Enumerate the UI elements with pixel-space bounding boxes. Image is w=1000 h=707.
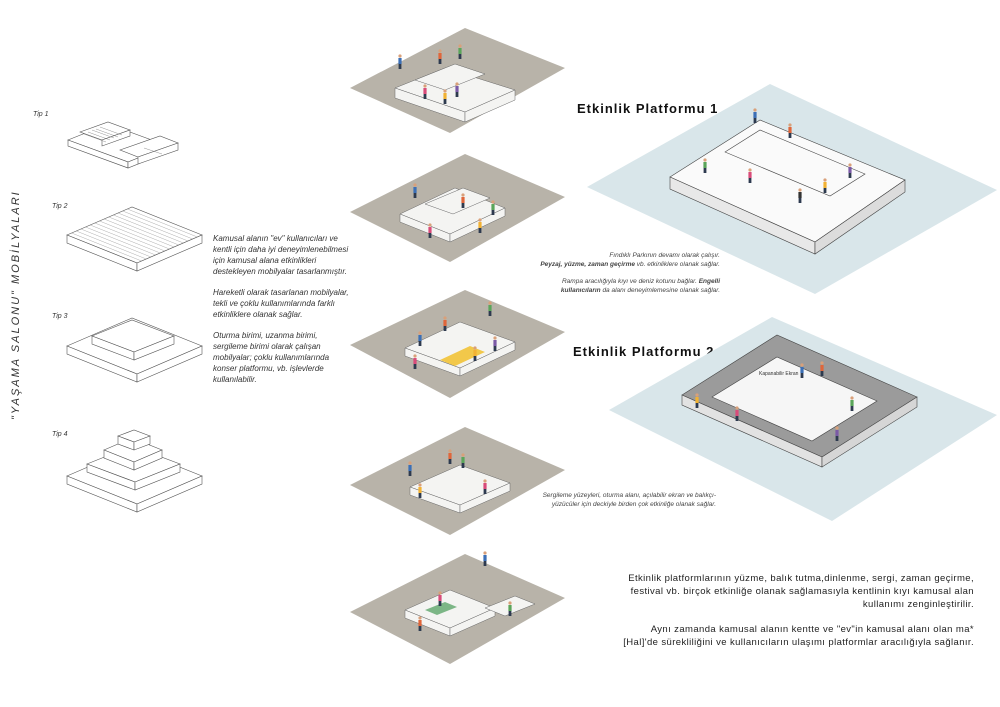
tip-1-label: Tip 1 — [33, 111, 49, 118]
tip-3-drawing — [62, 298, 212, 388]
platform-1-note-para-2: Rampa aracılığıyla kıyı ve deniz kotunu … — [530, 277, 720, 295]
scene-5 — [345, 550, 570, 670]
platform-1-note-line-1: Fındıklı Parkının devamı olarak çalışır. — [609, 252, 720, 259]
bottom-paragraph-2: Aynı zamanda kamusal alanın kentte ve "e… — [623, 624, 974, 648]
platform-2-note-text: Sergileme yüzeyleri, oturma alanı, açıla… — [542, 492, 716, 508]
scene-2 — [345, 152, 570, 267]
tip-4-label: Tip 4 — [52, 431, 68, 438]
bottom-paragraph-1: Etkinlik platformlarının yüzme, balık tu… — [628, 573, 974, 610]
platform-1-note-para-2-part-2: da alanı deneyimlemesine olanak sağlar. — [600, 287, 720, 294]
platform-2-title: Etkinlik Platformu 2 — [573, 344, 715, 359]
platform-1-note-line-2: vb. etkinliklere olanak sağlar. — [634, 261, 720, 268]
description-paragraph-1: Kamusal alanın "ev" kullanıcıları ve ken… — [213, 234, 349, 276]
description-paragraph-3: Oturma birimi, uzanma birimi, sergileme … — [213, 331, 330, 384]
platform-1-note-bold-2: Engelli kullanıcıların — [560, 278, 720, 294]
screen-label: Kapanabilir Ekran — [759, 371, 799, 377]
furniture-description: Kamusal alanın "ev" kullanıcıları ve ken… — [213, 233, 353, 395]
scene-1 — [345, 28, 570, 138]
tip-1-drawing — [60, 110, 190, 185]
scene-4 — [345, 425, 570, 540]
tip-4-drawing — [62, 410, 212, 520]
platform-1-drawing — [585, 82, 1000, 297]
platform-1-note-para-1: Fındıklı Parkının devamı olarak çalışır.… — [530, 251, 720, 269]
tip-2-label: Tip 2 — [52, 203, 68, 210]
platform-2-drawing — [607, 315, 1000, 525]
scene-3 — [345, 290, 570, 405]
tip-2-drawing — [62, 195, 212, 275]
people-scene-1 — [398, 44, 462, 104]
description-paragraph-2: Hareketli olarak tasarlanan mobilyalar, … — [213, 288, 349, 319]
tip-3-label: Tip 3 — [52, 313, 68, 320]
platform-1-note-bold-1: Peyzaj, yüzme, zaman geçirme — [540, 261, 635, 268]
bottom-text: Etkinlik platformlarının yüzme, balık tu… — [618, 572, 974, 661]
platform-1-note-para-2-part-1: Rampa aracılığıyla kıyı ve deniz kotunu … — [561, 278, 699, 285]
platform-2-note: Sergileme yüzeyleri, oturma alanı, açıla… — [516, 491, 716, 517]
vertical-title: "YAŞAMA SALONU" MOBİLYALARI — [10, 190, 22, 420]
platform-1-note: Fındıklı Parkının devamı olarak çalışır.… — [530, 251, 720, 303]
platform-1-title: Etkinlik Platformu 1 — [577, 101, 719, 116]
